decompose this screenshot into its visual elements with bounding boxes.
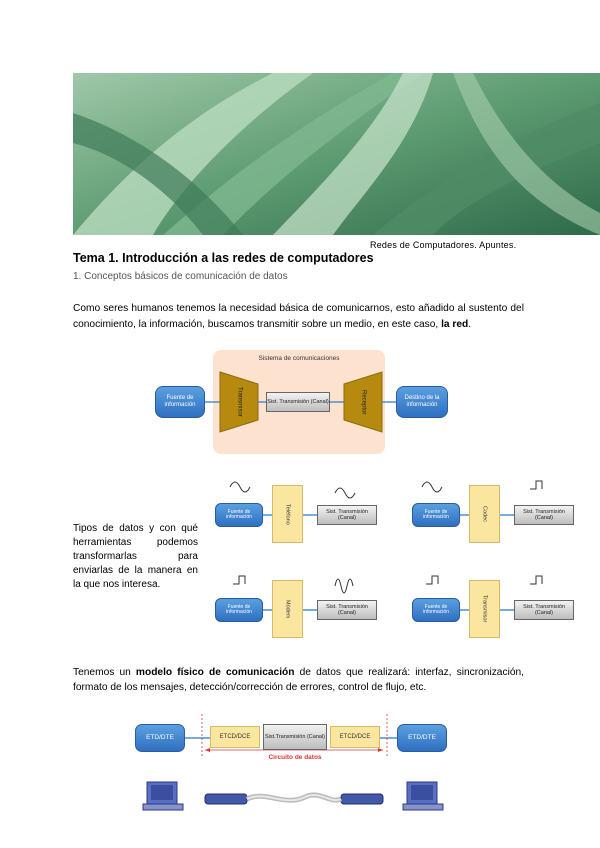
channel-box: Sist. Transmisión (Canal) — [514, 600, 574, 620]
dte-right-box: ETD/DTE — [397, 724, 447, 752]
page-title: Tema 1. Introducción a las redes de comp… — [73, 251, 374, 265]
source-box: Fuente de información — [412, 598, 460, 622]
data-types-paragraph: Tipos de datos y con qué herramientas po… — [73, 522, 198, 592]
header-caption: Redes de Computadores. Apuntes. — [370, 240, 516, 250]
physical-model-diagram: ETD/DTE ETCD/DCE Sist.Transmisión (Canal… — [125, 712, 465, 822]
source-box: Fuente de información — [215, 598, 263, 622]
mini-diagram-phone: Fuente de información Teléfono Sist. Tra… — [215, 475, 385, 545]
mini-diagram-transmitter: Fuente de información Transmisor Sist. T… — [412, 570, 582, 640]
mini-diagram-modem: Fuente de información Módem Sist. Transm… — [215, 570, 385, 640]
device-box: Módem — [272, 580, 303, 638]
header-banner-image — [73, 73, 600, 235]
source-box: Fuente de información — [412, 503, 460, 527]
circuit-label: Circuito de datos — [245, 754, 345, 761]
computer-right-icon — [403, 782, 443, 810]
device-box: Codec — [469, 485, 500, 543]
channel-box: Sist. Transmisión (Canal) — [266, 392, 330, 412]
channel-box: Sist. Transmisión (Canal) — [317, 505, 377, 525]
mini-diagram-codec: Fuente de información Codec Sist. Transm… — [412, 475, 582, 545]
device-box: Transmisor — [469, 580, 500, 638]
section-subtitle: 1. Conceptos básicos de comunicación de … — [73, 271, 288, 282]
dce-left-box: ETCD/DCE — [210, 726, 260, 748]
destination-box: Destino de la información — [396, 386, 448, 418]
cable-icon — [247, 790, 341, 806]
dte-left-box: ETD/DTE — [135, 724, 185, 752]
intro-paragraph: Como seres humanos tenemos la necesidad … — [73, 301, 524, 333]
receiver-label: Receptor — [352, 380, 374, 424]
modem-left-icon — [205, 794, 247, 804]
modem-right-icon — [341, 794, 383, 804]
computer-left-icon — [143, 782, 183, 810]
channel-box: Sist. Transmisión (Canal) — [317, 600, 377, 620]
transmitter-label: Transmisor — [228, 380, 250, 424]
model-paragraph: Tenemos un modelo físico de comunicación… — [73, 665, 524, 695]
channel-box: Sist.Transmisión (Canal) — [263, 724, 327, 750]
communication-system-diagram: Sistema de comunicaciones Fuente de info… — [150, 350, 450, 455]
device-box: Teléfono — [272, 485, 303, 543]
channel-box: Sist. Transmisión (Canal) — [514, 505, 574, 525]
source-box: Fuente de información — [215, 503, 263, 527]
dce-right-box: ETCD/DCE — [330, 726, 380, 748]
